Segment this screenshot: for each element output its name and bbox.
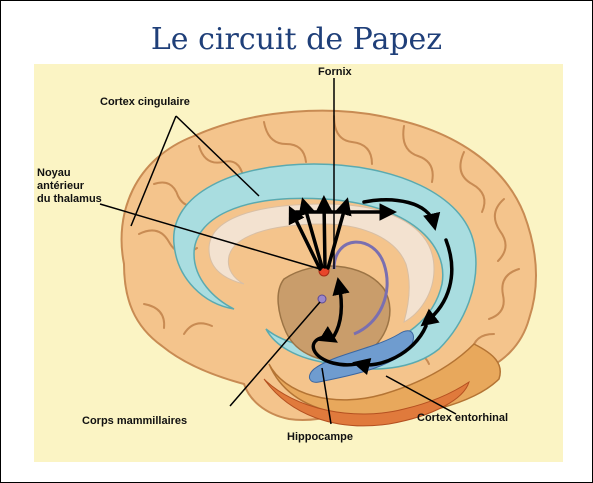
label-cortex-cingulaire: Cortex cingulaire	[100, 96, 190, 108]
page-title: Le circuit de Papez	[150, 22, 443, 57]
leader-lines	[99, 78, 457, 425]
entorhinal-cortex	[263, 378, 470, 427]
mammillary-body	[317, 294, 327, 304]
fornix	[332, 240, 389, 336]
papez-circuit-diagram	[99, 78, 537, 427]
label-hippocampe: Hippocampe	[287, 431, 354, 443]
label-cortex-entorhinal: Cortex entorhinal	[417, 412, 509, 424]
label-corps-mammillaires: Corps mammillaires	[82, 415, 188, 427]
label-noyau-anterieur-du-thalamus: Noyau antérieur du thalamus	[37, 167, 102, 205]
label-fornix: Fornix	[318, 66, 352, 78]
circuit-arrows	[288, 195, 454, 376]
